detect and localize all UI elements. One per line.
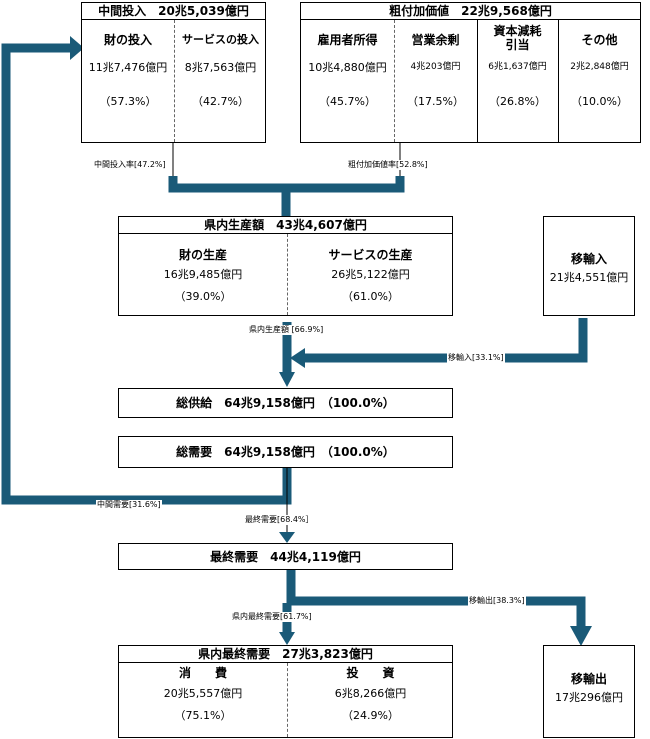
consumption-share: （75.1%） (174, 709, 232, 722)
domestic-production-box: 県内生産額 43兆4,607億円 財の生産 16兆9,485億円 （39.0%）… (118, 216, 453, 316)
value-added-rate-label: 粗付加価値率[52.8%] (347, 160, 429, 170)
domestic-final-demand-title: 県内最終需要 27兆3,823億円 (119, 646, 452, 663)
domestic-final-demand-rate-label: 県内最終需要[61.7%] (231, 612, 313, 622)
other-label: その他 (581, 33, 618, 47)
depreciation-label-2: 引当 (505, 38, 530, 52)
goods-input-value: 11兆7,476億円 (88, 61, 168, 74)
goods-input-share: （57.3%） (99, 95, 157, 108)
employee-income-value: 10兆4,880億円 (308, 61, 387, 74)
depreciation-share: （26.8%） (489, 95, 546, 108)
operating-surplus-share: （17.5%） (407, 95, 464, 108)
intermediate-input-title: 中間投入 20兆5,039億円 (82, 3, 265, 20)
exports-arrowhead (570, 626, 592, 646)
imports-rate-label: 移輸入[33.1%] (447, 353, 505, 363)
depreciation-value: 6兆1,637億円 (488, 62, 547, 72)
exports-rate-label: 移輸出[38.3%] (468, 596, 526, 606)
services-production-label: サービスの生産 (328, 248, 413, 262)
imports-line (303, 318, 588, 363)
intermediate-input-box: 中間投入 20兆5,039億円 財の投入 11兆7,476億円 （57.3%） … (81, 2, 266, 143)
merge-left-line (168, 176, 405, 193)
total-demand-label: 総需要 64兆9,158億円 （100.0%） (176, 445, 395, 459)
employee-income-share: （45.7%） (319, 95, 376, 108)
imports-value: 21兆4,551億円 (549, 271, 629, 284)
final-demand-arrowhead (279, 532, 295, 543)
goods-input-label: 財の投入 (103, 33, 152, 47)
imports-box: 移輸入 21兆4,551億円 (543, 216, 635, 316)
services-input-label: サービスの投入 (182, 33, 259, 46)
services-production-share: （61.0%） (342, 290, 399, 303)
exports-value: 17兆296億円 (555, 691, 623, 704)
final-demand-box: 最終需要 44兆4,119億円 (118, 543, 453, 570)
investment-share: （24.9%） (342, 709, 399, 722)
goods-production-share: （39.0%） (174, 290, 232, 303)
intermediate-input-rate-label: 中間投入率[47.2%] (93, 160, 167, 170)
imports-arrowhead (290, 348, 305, 368)
final-demand-rate-label: 最終需要[68.4%］ (244, 515, 315, 525)
imports-label: 移輸入 (570, 252, 607, 266)
investment-value: 6兆8,266億円 (334, 687, 407, 700)
feedback-arrowhead (70, 36, 84, 60)
total-demand-box: 総需要 64兆9,158億円 （100.0%） (118, 436, 453, 468)
domestic-final-demand-box: 県内最終需要 27兆3,823億円 消 費 20兆5,557億円 （75.1%）… (118, 645, 453, 738)
operating-surplus-label: 営業余剰 (411, 33, 460, 47)
depreciation-label-1: 資本減耗 (493, 24, 542, 38)
exports-box: 移輸出 17兆296億円 (543, 645, 635, 738)
gross-value-added-box: 粗付加価値 22兆9,568億円 雇用者所得 10兆4,880億円 （45.7%… (300, 2, 641, 143)
final-demand-label: 最終需要 44兆4,119億円 (210, 550, 361, 564)
other-value: 2兆2,848億円 (570, 62, 629, 72)
domestic-production-title: 県内生産額 43兆4,607億円 (119, 217, 452, 234)
other-share: （10.0%） (571, 95, 628, 108)
services-production-value: 26兆5,122億円 (331, 268, 410, 281)
employee-income-label: 雇用者所得 (317, 33, 378, 47)
domestic-final-arrowhead (279, 632, 295, 645)
consumption-label: 消 費 (178, 666, 227, 680)
services-input-share: （42.7%） (192, 95, 249, 108)
goods-production-label: 財の生産 (178, 248, 227, 262)
exports-label: 移輸出 (570, 672, 607, 686)
total-supply-label: 総供給 64兆9,158億円 （100.0%） (176, 396, 395, 410)
exports-line (286, 570, 586, 628)
domestic-production-rate-label: 県内生産額 [66.9%] (248, 325, 325, 335)
intermediate-demand-rate-label: 中間需要[31.6%] (96, 500, 162, 510)
goods-production-value: 16兆9,485億円 (163, 268, 243, 281)
gross-value-added-title: 粗付加価値 22兆9,568億円 (301, 3, 640, 20)
consumption-value: 20兆5,557億円 (163, 687, 243, 700)
operating-surplus-value: 4兆203億円 (410, 62, 461, 72)
services-input-value: 8兆7,563億円 (184, 61, 257, 74)
supply-arrowhead (279, 372, 295, 387)
investment-label: 投 資 (346, 666, 395, 680)
total-supply-box: 総供給 64兆9,158億円 （100.0%） (118, 388, 453, 418)
